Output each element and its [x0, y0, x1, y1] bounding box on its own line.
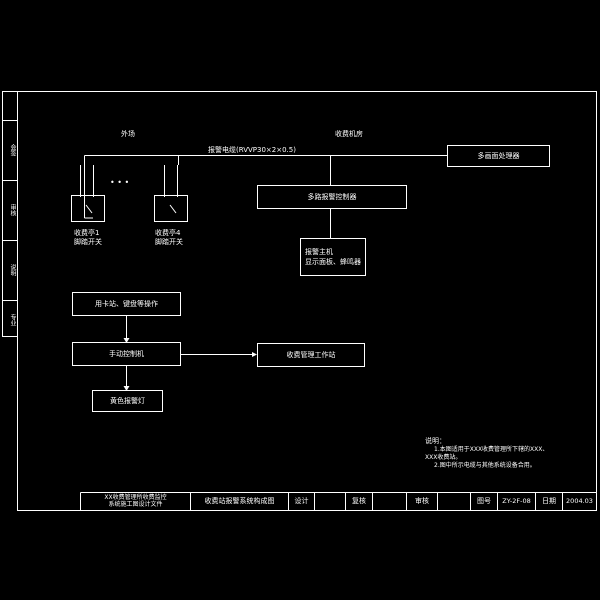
notes-line-3: 2.图中所示电缆与其他系统设备合用。 [434, 462, 536, 469]
box-alarm-host: 报警主机 显示面板、蜂鸣器 [300, 238, 366, 276]
side-tab-2: 审核 [9, 204, 16, 216]
label-cable: 报警电缆(RVVP30×2×0.5) [208, 146, 296, 154]
box-workstation: 收费管理工作站 [257, 343, 365, 367]
box-multi-screen: 多画面处理器 [447, 145, 550, 167]
host-line-2: 显示面板、蜂鸣器 [305, 258, 361, 266]
tb-project: XX收费管理所收费监控 系统施工图设计文件 [81, 492, 190, 510]
box-card-operation: 用卡站、键盘等操作 [72, 292, 181, 316]
booth-1-label: 收费亭1 [74, 229, 100, 237]
notes-title: 说明： [425, 437, 446, 445]
label-outside: 外场 [121, 130, 135, 138]
tb-design-label: 设计 [294, 497, 309, 505]
tb-date-label: 日期 [542, 497, 556, 505]
box-alarm-controller: 多路报警控制器 [257, 185, 407, 209]
booth-4-switch: 脚踏开关 [155, 238, 183, 246]
booth-1-box [71, 195, 105, 222]
booth-4-label: 收费亭4 [155, 229, 181, 237]
tb-fig-no: ZY-2F-08 [502, 497, 531, 505]
label-dots: • • • [110, 178, 130, 187]
side-tab-3: 说明 [9, 264, 16, 276]
tb-project-line-1: XX收费管理所收费监控 [104, 494, 167, 501]
notes-line-1: 1.本图适用于XXX收费管理所下辖的XXX、 [434, 446, 549, 453]
side-tab-4: 专业 [9, 314, 16, 326]
tb-drawing-title: 收费站报警系统构成图 [204, 497, 275, 505]
box-manual-controller: 手动控制机 [72, 342, 181, 366]
tb-date: 2004.03 [566, 497, 593, 505]
booth-4-box [154, 195, 188, 222]
box-yellow-lamp: 黄色报警灯 [92, 390, 163, 412]
side-tab-1: 会签 [9, 144, 16, 156]
tb-fig-no-label: 图号 [477, 497, 491, 505]
tb-approve-label: 审核 [415, 497, 429, 505]
tb-project-line-2: 系统施工图设计文件 [108, 501, 163, 508]
notes-line-2: XXX收费站。 [425, 454, 462, 461]
host-line-1: 报警主机 [305, 248, 333, 256]
booth-1-switch: 脚踏开关 [74, 238, 102, 246]
label-toll-plaza: 收费机房 [335, 130, 363, 138]
tb-review-label: 复核 [352, 497, 366, 505]
